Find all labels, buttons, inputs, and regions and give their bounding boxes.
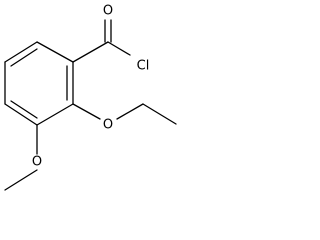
ring-bond-c2-c3 [36,103,74,126]
methoxy-oxygen-label: O [32,155,42,170]
bond-ether-oxygen-ch2 [116,103,144,120]
bond-carbonyl-chlorine [107,41,131,56]
bond-ring-carbonyl [72,41,109,63]
ring-double-bond-c3-c4 [10,100,38,119]
ether-oxygen-label: O [103,118,113,133]
ring-bond-c6-c1 [36,41,74,63]
molecule-structure: O Cl O O [4,4,177,191]
bond-methoxy-oxygen-ch3 [4,169,38,191]
ring-bond-c5-c6 [4,41,38,63]
ring-double-bond-c5-c6 [10,48,38,67]
chlorine-label: Cl [137,59,150,74]
bond-ch2-ch3 [142,103,177,125]
carbonyl-oxygen-label: O [103,4,113,19]
ring-bond-c3-c4 [4,103,38,126]
bond-ring-ether-oxygen [72,103,101,120]
